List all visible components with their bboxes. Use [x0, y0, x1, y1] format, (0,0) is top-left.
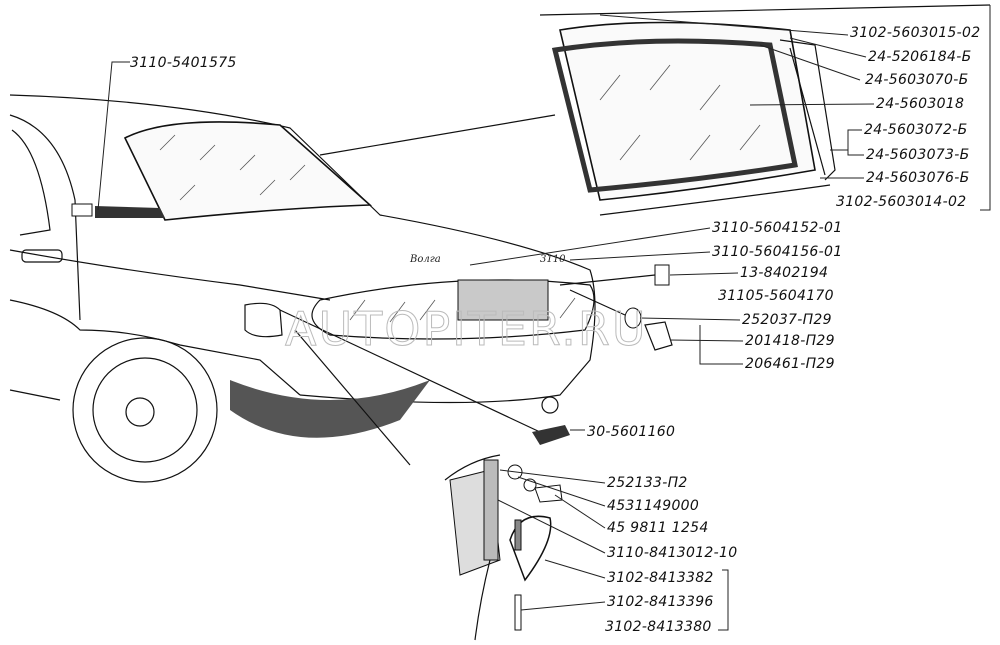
part-label: 24-5603018 [876, 96, 964, 112]
part-label: 24-5603076-Б [866, 170, 969, 186]
part-label: 3110-5604156-01 [712, 244, 842, 260]
brand-emblem: Волга [409, 254, 441, 265]
part-label: 24-5603072-Б [864, 122, 967, 138]
car-body: Волга 3110 [9, 94, 596, 483]
part-label: 30-5601160 [587, 424, 675, 440]
part-label: 3102-8413382 [607, 570, 714, 586]
rear-window-exploded [319, 4, 991, 216]
part-label: 206461-П29 [745, 356, 835, 372]
part-label: 45 9811 1254 [607, 520, 709, 536]
model-emblem: 3110 [540, 254, 566, 265]
side-badge [71, 203, 93, 217]
watermark: AUTOPITER.RU [285, 302, 648, 356]
leader-lines [97, 5, 991, 631]
part-label: 252133-П2 [607, 475, 688, 491]
part-label: 31105-5604170 [718, 288, 834, 304]
part-label: 3110-5401575 [130, 55, 237, 71]
part-label: 24-5603070-Б [865, 72, 968, 88]
license-plate-recess [457, 279, 549, 321]
part-label: 3102-8413380 [605, 619, 712, 635]
part-label: 3110-5604152-01 [712, 220, 842, 236]
part-label: 24-5603073-Б [866, 147, 969, 163]
part-label: 252037-П29 [742, 312, 832, 328]
part-label: 13-8402194 [740, 265, 828, 281]
part-label: 3110-8413012-10 [607, 545, 737, 561]
part-label: 24-5206184-Б [868, 49, 971, 65]
part-label: 3102-8413396 [607, 594, 714, 610]
part-label: 4531149000 [607, 498, 699, 514]
fuel-door-exploded [279, 309, 570, 641]
trunk-hardware [559, 264, 673, 351]
part-label: 3102-5603014-02 [836, 194, 966, 210]
part-labels: 3110-5401575 3102-5603015-02 24-5206184-… [130, 25, 980, 635]
part-label: 3102-5603015-02 [850, 25, 980, 41]
part-label: 201418-П29 [745, 333, 835, 349]
